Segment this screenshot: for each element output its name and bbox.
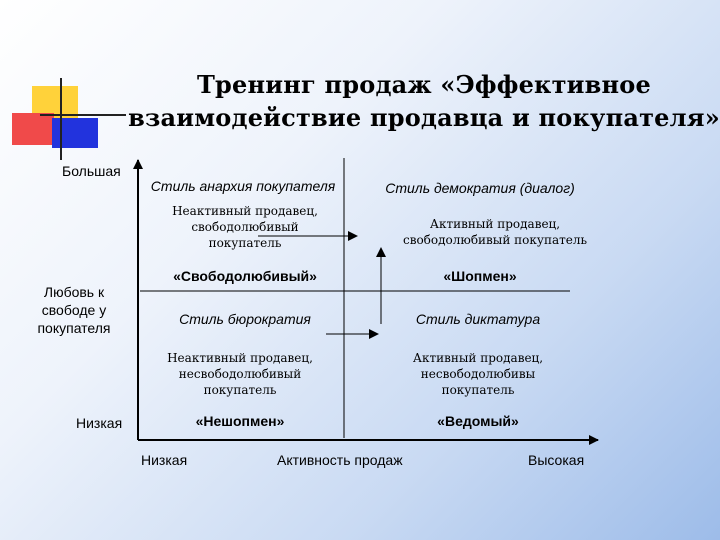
y-axis-low-label: Низкая [76,415,123,431]
x-axis-label: Активность продаж [277,452,403,468]
quadrant-name: «Ведомый» [437,413,519,429]
logo [0,0,126,160]
quadrant-description: Неактивный продавец, свободолюбивый поку… [172,204,318,250]
logo-vertical-line [60,78,62,160]
logo-blue-square [52,118,98,148]
quadrant-style: Стиль анархия покупателя [150,178,336,194]
x-axis-high-label: Высокая [528,452,585,468]
title-line-1: Тренинг продаж «Эффективное [197,70,651,99]
x-axis-low-label: Низкая [141,452,188,468]
quadrant-style: Стиль бюрократия [179,311,311,327]
quadrant-description: Активный продавец, несвободолюбивы покуп… [412,351,544,397]
logo-red-square [12,113,54,145]
title-line-2: взаимодействие продавца и покупателя» [128,103,720,132]
logo-horizontal-line [40,114,126,116]
y-axis-label: Любовь к свободе у покупателя [37,284,111,336]
quadrant-description: Неактивный продавец, несвободолюбивый по… [167,351,313,397]
quadrant-description: Активный продавец, свободолюбивый покупа… [402,217,587,247]
quadrant-style: Стиль диктатура [415,311,541,327]
quadrant-name: «Шопмен» [443,268,517,284]
slide-title: Тренинг продаж «Эффективное взаимодейств… [128,68,720,134]
y-axis-high-label: Большая [62,163,121,179]
quadrant-name: «Свободолюбивый» [173,268,317,284]
quadrant-style: Стиль демократия (диалог) [385,180,575,196]
quadrant-name: «Нешопмен» [195,413,285,429]
